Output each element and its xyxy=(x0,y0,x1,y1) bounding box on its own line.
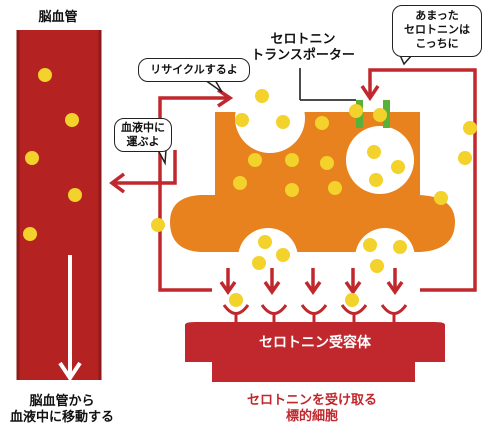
release-arrows xyxy=(219,268,404,296)
arrow-to-blood xyxy=(109,150,177,194)
serotonin-dot xyxy=(391,160,405,174)
vessel-move-label: 脳血管から 血液中に移動する xyxy=(0,394,124,426)
serotonin-dot xyxy=(373,108,387,122)
excess-bubble: あまった セロトニンは こっちに xyxy=(392,5,482,57)
synaptic-gap xyxy=(170,253,460,288)
serotonin-dot xyxy=(349,104,363,118)
transporter-label-line1: セロトニン xyxy=(270,32,336,47)
to-blood-line1: 血液中に xyxy=(121,121,165,134)
serotonin-dot xyxy=(248,153,262,167)
serotonin-dot xyxy=(255,89,269,103)
serotonin-dot xyxy=(328,181,342,195)
neuron-body xyxy=(170,112,455,252)
target-cell-label: セロトニンを受け取る 標的細胞 xyxy=(232,393,392,425)
serotonin-dot xyxy=(285,183,299,197)
excess-line3: こっちに xyxy=(415,37,459,50)
to-blood-bubble: 血液中に 運ぶよ xyxy=(114,118,172,152)
vesicle-center xyxy=(346,126,414,194)
serotonin-dot xyxy=(235,113,249,127)
serotonin-dot xyxy=(370,259,384,273)
serotonin-dot xyxy=(276,115,290,129)
serotonin-dot xyxy=(315,116,329,130)
excess-line1: あまった xyxy=(415,9,459,22)
serotonin-dot xyxy=(38,68,52,82)
serotonin-dot xyxy=(252,256,266,270)
to-blood-line2: 運ぶよ xyxy=(126,135,160,148)
serotonin-dot xyxy=(151,218,165,232)
serotonin-dot xyxy=(345,293,359,307)
serotonin-dot xyxy=(463,121,477,135)
arrow-recycle-loop xyxy=(158,88,234,292)
vessel-move-line2: 血液中に移動する xyxy=(9,410,114,425)
serotonin-dot xyxy=(276,248,290,262)
blood-vessel xyxy=(18,30,100,380)
blood-vessel-label: 脳血管 xyxy=(38,10,78,25)
transporter-label: セロトニン トランスポーター xyxy=(248,32,358,64)
serotonin-dot xyxy=(23,227,37,241)
vesicle-recycle xyxy=(235,83,305,153)
serotonin-dot xyxy=(25,151,39,165)
serotonin-dot xyxy=(68,188,82,202)
serotonin-dot xyxy=(285,153,299,167)
serotonin-dot xyxy=(320,156,334,170)
serotonin-dot xyxy=(229,293,243,307)
serotonin-dot xyxy=(65,113,79,127)
transporter-label-line2: トランスポーター xyxy=(251,48,355,63)
receptor-label: セロトニン受容体 xyxy=(259,335,371,351)
receptor-cups xyxy=(222,304,408,324)
serotonin-molecules xyxy=(23,68,477,307)
vessel-move-line1: 脳血管から xyxy=(29,394,95,409)
serotonin-dot xyxy=(393,240,407,254)
recycle-bubble: リサイクルするよ xyxy=(138,58,250,82)
arrow-excess-return xyxy=(360,68,477,292)
target-cell-line2: 標的細胞 xyxy=(285,409,338,424)
target-cell xyxy=(185,322,445,382)
serotonin-dot xyxy=(434,191,448,205)
serotonin-dot xyxy=(367,145,381,159)
serotonin-dot xyxy=(363,238,377,252)
serotonin-dot xyxy=(458,151,472,165)
target-cell-line1: セロトニンを受け取る xyxy=(246,393,377,408)
serotonin-dot xyxy=(233,176,247,190)
serotonin-dot xyxy=(258,235,272,249)
vessel-flow-arrow xyxy=(58,255,82,382)
serotonin-dot xyxy=(369,173,383,187)
excess-line2: セロトニンは xyxy=(404,23,470,36)
